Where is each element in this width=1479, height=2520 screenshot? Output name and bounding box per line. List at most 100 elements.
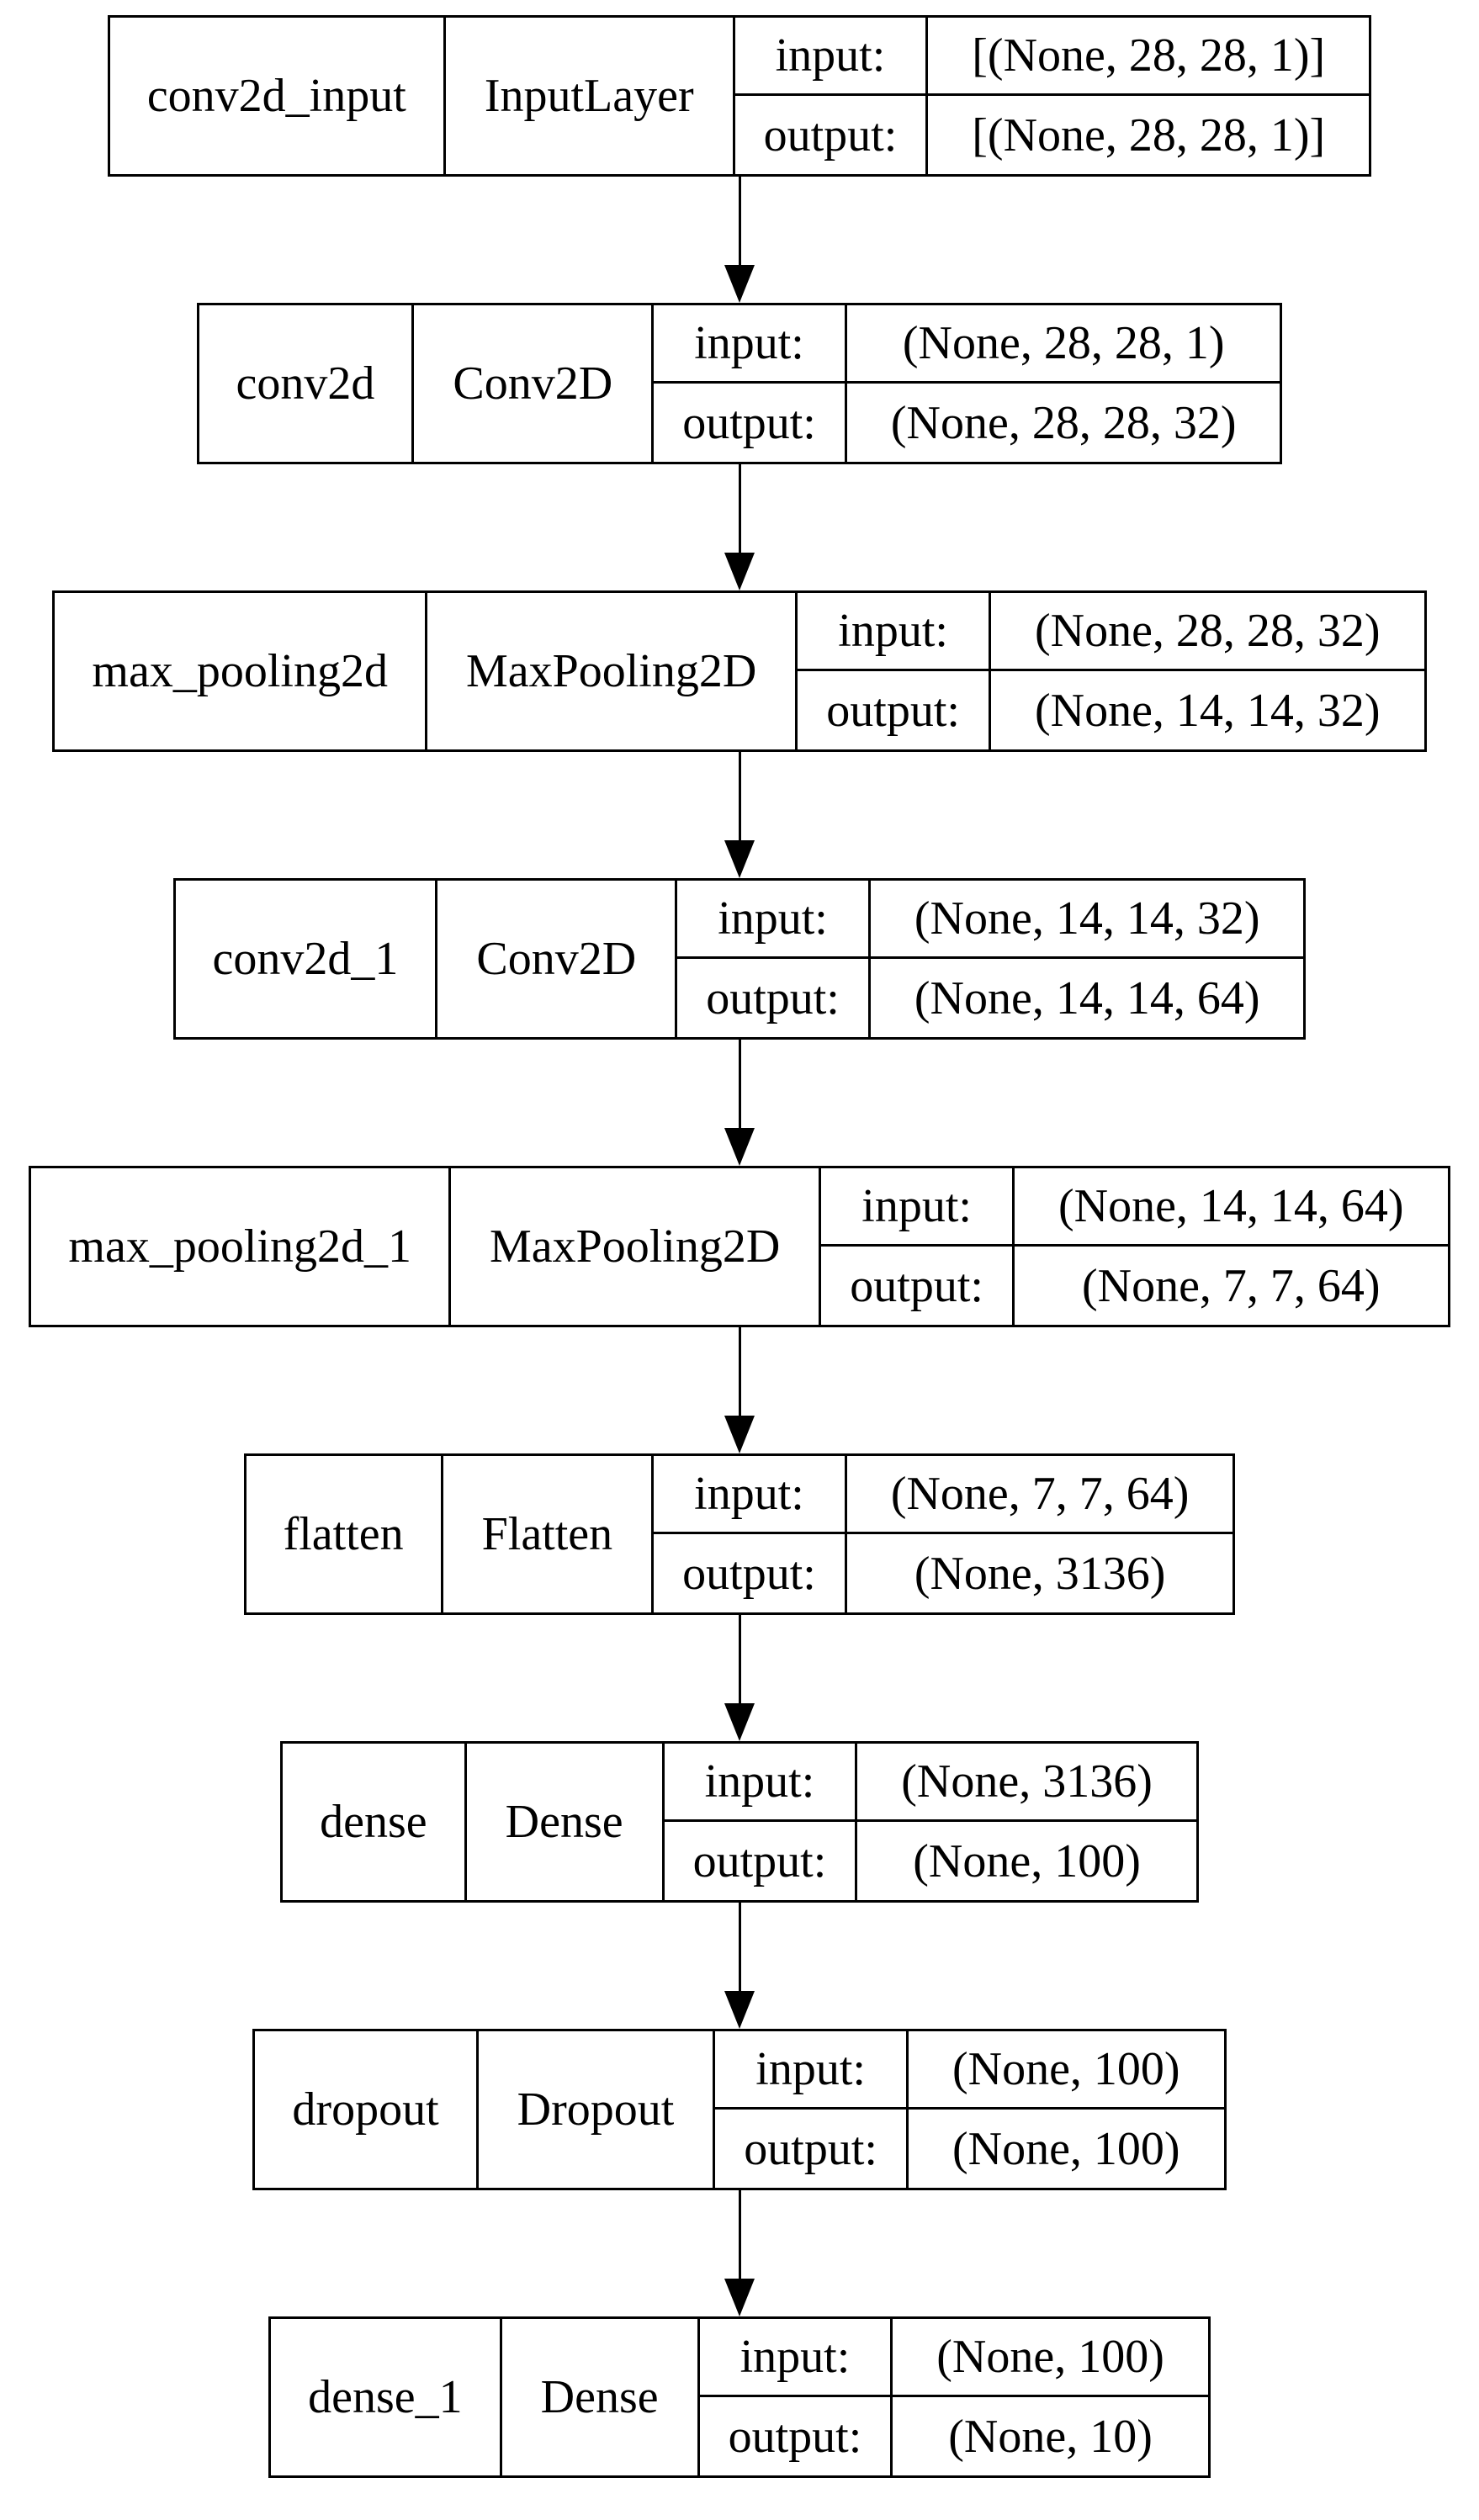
io-input-label: input: xyxy=(715,2031,906,2110)
io-input-label: input: xyxy=(798,593,989,671)
io-output-label: output: xyxy=(682,1547,816,1600)
edge-line xyxy=(738,177,741,267)
output-shape-cell: (None, 3136) xyxy=(914,1547,1166,1600)
io-label-column: input: output: xyxy=(654,1456,847,1612)
layer-class-cell: Conv2D xyxy=(437,881,678,1037)
output-shape-cell: (None, 100) xyxy=(913,1834,1141,1887)
edge-arrow xyxy=(724,464,755,590)
layer-class-cell: Conv2D xyxy=(414,305,655,462)
output-shape-cell: (None, 28, 28, 32) xyxy=(890,396,1237,449)
arrow-head-icon xyxy=(724,1991,755,2029)
shape-column: (None, 14, 14, 64) (None, 7, 7, 64) xyxy=(1014,1168,1448,1325)
io-output-label: output: xyxy=(826,684,960,737)
io-input-label: input: xyxy=(654,1456,845,1534)
input-shape-cell: (None, 100) xyxy=(893,2319,1208,2397)
layer-name-cell: conv2d_input xyxy=(110,18,446,174)
io-input-label: input: xyxy=(677,881,868,959)
edge-arrow xyxy=(724,1615,755,1741)
io-output-label: output: xyxy=(692,1834,827,1887)
shape-column: (None, 100) (None, 10) xyxy=(893,2319,1208,2475)
layer-name-cell: flatten xyxy=(246,1456,443,1612)
edge-arrow xyxy=(724,2190,755,2316)
input-shape-cell: (None, 28, 28, 1) xyxy=(846,305,1280,384)
input-shape-cell: (None, 7, 7, 64) xyxy=(846,1456,1233,1534)
shape-column: (None, 14, 14, 32) (None, 14, 14, 64) xyxy=(870,881,1304,1037)
layer-class-cell: MaxPooling2D xyxy=(427,593,798,749)
layer-name-cell: max_pooling2d xyxy=(55,593,427,749)
edge-line xyxy=(738,1903,741,1993)
io-input-label: input: xyxy=(821,1168,1012,1247)
io-input-label: input: xyxy=(654,305,845,384)
io-input-label: input: xyxy=(734,18,926,96)
node-conv2d-1: conv2d_1 Conv2D input: output: (None, 14… xyxy=(172,878,1307,1040)
io-output-label: output: xyxy=(706,971,840,1024)
node-conv2d-input: conv2d_input InputLayer input: output: [… xyxy=(107,15,1372,177)
layer-class-cell: InputLayer xyxy=(446,18,735,174)
layer-class-cell: Dense xyxy=(467,1744,665,1900)
edge-line xyxy=(738,1615,741,1705)
layer-name-cell: dropout xyxy=(255,2031,479,2188)
edge-arrow xyxy=(724,1327,755,1453)
io-output-label: output: xyxy=(763,109,898,161)
edge-arrow xyxy=(724,752,755,878)
output-shape-cell: (None, 14, 14, 32) xyxy=(1034,684,1381,737)
node-dense-1: dense_1 Dense input: output: (None, 100)… xyxy=(268,2316,1211,2478)
io-label-column: input: output: xyxy=(677,881,871,1037)
edge-line xyxy=(738,1040,741,1130)
io-label-column: input: output: xyxy=(664,1744,858,1900)
io-label-column: input: output: xyxy=(798,593,991,749)
edge-line xyxy=(738,752,741,842)
layer-class-cell: Flatten xyxy=(443,1456,655,1612)
shape-column: (None, 3136) (None, 100) xyxy=(857,1744,1196,1900)
node-dropout: dropout Dropout input: output: (None, 10… xyxy=(252,2029,1227,2190)
input-shape-cell: (None, 14, 14, 32) xyxy=(870,881,1304,959)
io-output-label: output: xyxy=(850,1259,983,1312)
io-label-column: input: output: xyxy=(654,305,847,462)
edge-arrow xyxy=(724,177,755,303)
shape-column: (None, 100) (None, 100) xyxy=(908,2031,1224,2188)
layer-name-cell: conv2d xyxy=(199,305,415,462)
arrow-head-icon xyxy=(724,265,755,303)
output-shape-cell: [(None, 28, 28, 1)] xyxy=(972,109,1326,161)
edge-arrow xyxy=(724,1903,755,2029)
io-input-label: input: xyxy=(699,2319,891,2397)
input-shape-cell: (None, 14, 14, 64) xyxy=(1014,1168,1448,1247)
node-max-pooling2d: max_pooling2d MaxPooling2D input: output… xyxy=(52,590,1427,752)
arrow-head-icon xyxy=(724,1703,755,1741)
input-shape-cell: (None, 28, 28, 32) xyxy=(990,593,1424,671)
arrow-head-icon xyxy=(724,2279,755,2316)
input-shape-cell: (None, 100) xyxy=(908,2031,1224,2110)
output-shape-cell: (None, 10) xyxy=(948,2410,1153,2463)
io-label-column: input: output: xyxy=(821,1168,1015,1325)
node-max-pooling2d-1: max_pooling2d_1 MaxPooling2D input: outp… xyxy=(29,1166,1450,1327)
shape-column: (None, 28, 28, 1) (None, 28, 28, 32) xyxy=(846,305,1280,462)
shape-column: (None, 7, 7, 64) (None, 3136) xyxy=(846,1456,1233,1612)
arrow-head-icon xyxy=(724,1128,755,1166)
arrow-head-icon xyxy=(724,1416,755,1453)
layer-name-cell: dense_1 xyxy=(271,2319,502,2475)
shape-column: (None, 28, 28, 32) (None, 14, 14, 32) xyxy=(990,593,1424,749)
layer-class-cell: MaxPooling2D xyxy=(451,1168,822,1325)
layer-name-cell: conv2d_1 xyxy=(176,881,438,1037)
node-flatten: flatten Flatten input: output: (None, 7,… xyxy=(243,1453,1236,1615)
edge-line xyxy=(738,464,741,554)
node-dense: dense Dense input: output: (None, 3136) … xyxy=(280,1741,1199,1903)
edge-line xyxy=(738,1327,741,1417)
io-label-column: input: output: xyxy=(734,18,929,174)
io-output-label: output: xyxy=(682,396,816,449)
layer-class-cell: Dense xyxy=(502,2319,700,2475)
layer-name-cell: max_pooling2d_1 xyxy=(31,1168,451,1325)
arrow-head-icon xyxy=(724,553,755,590)
edge-line xyxy=(738,2190,741,2280)
output-shape-cell: (None, 7, 7, 64) xyxy=(1081,1259,1381,1312)
output-shape-cell: (None, 100) xyxy=(952,2122,1180,2175)
io-output-label: output: xyxy=(744,2122,877,2175)
shape-column: [(None, 28, 28, 1)] [(None, 28, 28, 1)] xyxy=(928,18,1370,174)
input-shape-cell: (None, 3136) xyxy=(857,1744,1196,1822)
io-label-column: input: output: xyxy=(715,2031,909,2188)
io-label-column: input: output: xyxy=(699,2319,893,2475)
arrow-head-icon xyxy=(724,840,755,878)
io-output-label: output: xyxy=(728,2410,862,2463)
edge-arrow xyxy=(724,1040,755,1166)
input-shape-cell: [(None, 28, 28, 1)] xyxy=(928,18,1370,96)
